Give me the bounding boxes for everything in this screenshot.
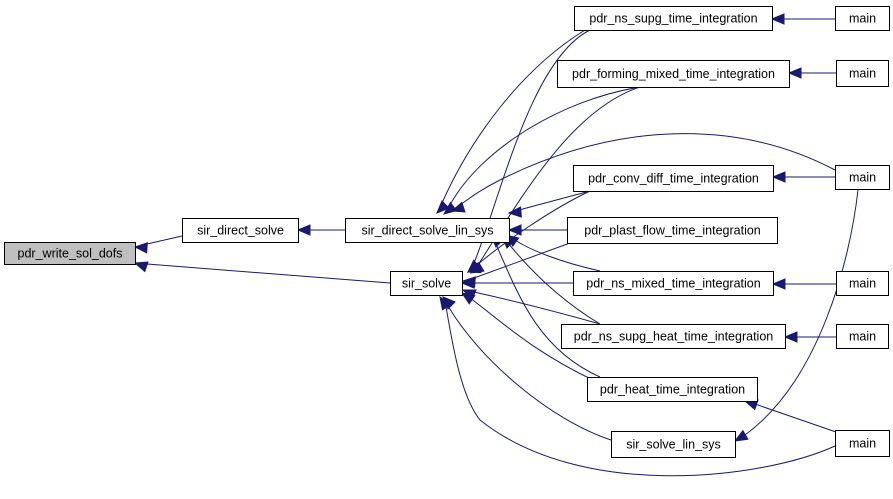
call-edge <box>459 133 836 206</box>
nodes-layer: pdr_write_sol_dofs sir_direct_solve sir_di… <box>4 6 890 458</box>
node-box <box>835 165 890 190</box>
arrowhead-icon <box>771 171 786 183</box>
node-box <box>4 242 136 265</box>
node-label: pdr_write_sol_dofs <box>18 247 123 261</box>
node-box <box>567 217 778 244</box>
node-box <box>561 324 786 349</box>
call-edge <box>447 305 612 441</box>
node-label: main <box>849 171 876 185</box>
node-box <box>345 218 510 243</box>
node-label: pdr_forming_mixed_time_integration <box>572 67 775 81</box>
arrowhead-icon <box>460 277 475 289</box>
node-box <box>835 430 890 457</box>
node-label: pdr_ns_supg_time_integration <box>589 12 757 26</box>
node-label: sir_solve <box>402 277 451 291</box>
call-edge <box>514 239 601 272</box>
main-function-node[interactable]: main <box>836 271 889 296</box>
arrowhead-icon <box>783 331 798 343</box>
call-edge <box>744 189 859 436</box>
arrowhead-icon <box>296 224 311 236</box>
call-edge <box>146 235 183 245</box>
arrowhead-icon <box>436 200 450 214</box>
call-edge <box>146 263 391 284</box>
node-box <box>836 324 889 349</box>
node-box <box>587 377 758 402</box>
call-edge <box>754 403 837 433</box>
function-node[interactable]: sir_solve_lin_sys <box>611 431 736 458</box>
function-node[interactable]: pdr_heat_time_integration <box>587 377 758 402</box>
node-label: pdr_plast_flow_time_integration <box>584 224 761 238</box>
function-node[interactable]: sir_solve <box>390 271 463 296</box>
node-box <box>611 431 736 458</box>
function-node[interactable]: sir_direct_solve <box>182 218 299 243</box>
node-label: main <box>849 277 876 291</box>
node-label: pdr_ns_mixed_time_integration <box>586 277 760 291</box>
node-label: main <box>849 67 876 81</box>
arrowhead-icon <box>507 206 522 218</box>
call-edge <box>449 86 641 206</box>
main-function-node[interactable]: main <box>835 165 890 190</box>
main-function-node[interactable]: main <box>836 60 889 87</box>
arrowhead-icon <box>466 262 482 274</box>
node-label: pdr_ns_supg_heat_time_integration <box>574 330 773 344</box>
main-function-node[interactable]: main <box>835 430 890 457</box>
node-box <box>390 271 463 296</box>
arrowhead-icon <box>771 278 786 290</box>
node-box <box>574 6 773 31</box>
function-node[interactable]: pdr_plast_flow_time_integration <box>567 217 778 244</box>
main-function-node[interactable]: main <box>836 324 889 349</box>
call-edge <box>475 190 591 267</box>
node-box <box>573 271 774 296</box>
arrowhead-icon <box>442 296 456 310</box>
arrowhead-icon <box>460 292 476 305</box>
function-node[interactable]: pdr_conv_diff_time_integration <box>573 165 774 192</box>
node-label: pdr_conv_diff_time_integration <box>588 172 759 186</box>
arrowhead-icon <box>133 242 148 254</box>
call-edge <box>469 297 596 382</box>
arrowhead-icon <box>787 67 802 79</box>
arrowhead-icon <box>733 429 749 442</box>
node-box <box>182 218 299 243</box>
node-box <box>836 60 889 87</box>
arrowhead-icon <box>507 224 522 236</box>
call-edge <box>441 29 586 204</box>
root-function-node[interactable]: pdr_write_sol_dofs <box>4 242 136 265</box>
call-edge <box>473 242 571 279</box>
call-edge <box>518 190 591 211</box>
node-label: main <box>849 12 876 26</box>
function-node[interactable]: pdr_ns_supg_heat_time_integration <box>561 324 786 349</box>
node-label: pdr_heat_time_integration <box>600 383 745 397</box>
node-label: sir_solve_lin_sys <box>626 438 720 452</box>
edges-layer <box>133 13 859 477</box>
arrowhead-icon <box>770 13 785 25</box>
arrowhead-icon <box>133 261 149 273</box>
call-edge <box>495 243 601 378</box>
call-edge <box>473 291 601 325</box>
node-box <box>836 271 889 296</box>
node-box <box>835 6 890 31</box>
node-label: main <box>849 437 876 451</box>
function-node[interactable]: sir_direct_solve_lin_sys <box>345 218 510 243</box>
main-function-node[interactable]: main <box>835 6 890 31</box>
call-edge <box>445 306 836 477</box>
node-box <box>573 165 774 192</box>
node-label: sir_direct_solve_lin_sys <box>361 224 493 238</box>
function-node[interactable]: pdr_forming_mixed_time_integration <box>557 60 790 88</box>
node-box <box>557 60 790 88</box>
node-label: main <box>849 330 876 344</box>
arrowhead-icon <box>442 201 458 215</box>
function-node[interactable]: pdr_ns_mixed_time_integration <box>573 271 774 296</box>
node-label: sir_direct_solve <box>197 224 284 238</box>
call-edge <box>507 242 601 325</box>
function-node[interactable]: pdr_ns_supg_time_integration <box>574 6 773 31</box>
